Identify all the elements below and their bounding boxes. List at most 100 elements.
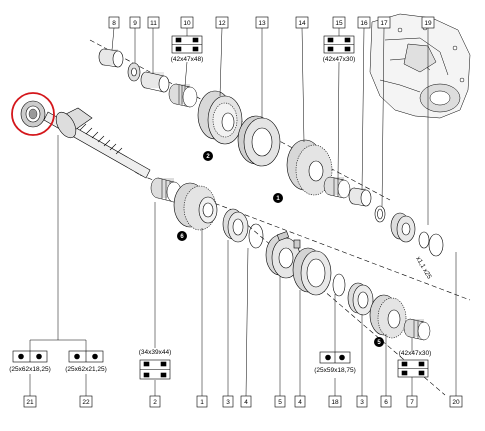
highlight-circle bbox=[11, 92, 55, 136]
callout-18: 18 bbox=[328, 395, 342, 408]
callout-15: 15 bbox=[332, 16, 346, 29]
svg-text:4: 4 bbox=[244, 399, 248, 406]
spec-box-15: (42x47x30) bbox=[323, 35, 356, 63]
svg-text:15: 15 bbox=[335, 20, 343, 27]
part-1-gear[interactable] bbox=[173, 182, 218, 231]
leader-lines bbox=[29, 27, 457, 397]
svg-text:x1,1 x25: x1,1 x25 bbox=[414, 256, 433, 281]
callout-11: 11 bbox=[147, 16, 160, 29]
part-7-needle-bearing[interactable] bbox=[403, 318, 431, 341]
callout-22: 22 bbox=[79, 395, 93, 408]
svg-text:11: 11 bbox=[150, 20, 157, 27]
spec-box-22: (25x62x21,25) bbox=[65, 350, 107, 373]
marker-2: 2 bbox=[203, 151, 213, 161]
spec-box-2: (34x39x44) bbox=[139, 349, 172, 380]
callout-8: 8 bbox=[108, 16, 120, 29]
part-16-sleeve[interactable] bbox=[348, 187, 372, 207]
svg-text:3: 3 bbox=[226, 399, 230, 406]
bearing-21-highlight[interactable] bbox=[11, 92, 55, 136]
callout-4a: 4 bbox=[240, 395, 252, 408]
spec-box-18: (25x59x18,75) bbox=[314, 351, 356, 374]
svg-text:(25x59x18,75): (25x59x18,75) bbox=[314, 367, 356, 374]
svg-text:(25x62x18,25): (25x62x18,25) bbox=[9, 366, 51, 373]
callout-12: 12 bbox=[215, 16, 229, 29]
callouts-bottom: 21 22 2 1 3 4 5 4 18 3 6 7 20 bbox=[23, 395, 463, 408]
part-8-sleeve[interactable] bbox=[98, 48, 124, 68]
part-9-thrust-washer[interactable] bbox=[127, 62, 141, 82]
marker-1: 1 bbox=[273, 193, 283, 203]
callout-17: 17 bbox=[377, 16, 391, 29]
part-11-sleeve[interactable] bbox=[140, 71, 170, 93]
marker-5: 5 bbox=[374, 337, 384, 347]
main-shaft bbox=[43, 107, 151, 179]
part-17-circlip[interactable] bbox=[374, 205, 386, 223]
svg-text:6: 6 bbox=[384, 399, 388, 406]
spec-box-7: (42x47x30) bbox=[397, 350, 432, 378]
callout-6: 6 bbox=[380, 395, 392, 408]
callout-7: 7 bbox=[406, 395, 418, 408]
svg-text:5: 5 bbox=[278, 399, 282, 406]
svg-text:4: 4 bbox=[298, 399, 302, 406]
svg-text:(34x39x44): (34x39x44) bbox=[139, 349, 172, 356]
svg-text:14: 14 bbox=[298, 20, 306, 27]
svg-text:8: 8 bbox=[112, 20, 116, 27]
part-circlip-lower[interactable] bbox=[332, 273, 346, 297]
svg-text:1: 1 bbox=[200, 399, 204, 406]
callout-4b: 4 bbox=[294, 395, 306, 408]
part-3b-synchro-ring[interactable] bbox=[347, 282, 374, 316]
svg-text:20: 20 bbox=[452, 399, 460, 406]
callout-13: 13 bbox=[255, 16, 269, 29]
svg-text:16: 16 bbox=[360, 20, 368, 27]
part-3-synchro-ring[interactable] bbox=[222, 208, 249, 243]
svg-text:9: 9 bbox=[133, 20, 137, 27]
shim-note-19: x1,1 x25 bbox=[414, 256, 433, 281]
svg-text:3: 3 bbox=[360, 399, 364, 406]
part-14-gear[interactable] bbox=[286, 139, 333, 196]
svg-text:1: 1 bbox=[276, 196, 280, 202]
part-4-circlip[interactable] bbox=[248, 223, 264, 249]
callout-21: 21 bbox=[23, 395, 37, 408]
svg-text:6: 6 bbox=[180, 234, 184, 240]
svg-text:17: 17 bbox=[380, 20, 388, 27]
callouts-top: 8 9 11 10 12 13 14 15 16 17 19 bbox=[108, 16, 435, 29]
callout-2: 2 bbox=[149, 395, 161, 408]
callout-5: 5 bbox=[274, 395, 286, 408]
svg-text:19: 19 bbox=[424, 20, 432, 27]
svg-text:21: 21 bbox=[26, 399, 34, 406]
svg-text:2: 2 bbox=[206, 154, 210, 160]
marker-6: 6 bbox=[177, 231, 187, 241]
svg-text:10: 10 bbox=[183, 20, 191, 27]
svg-text:(25x62x21,25): (25x62x21,25) bbox=[65, 366, 107, 373]
callout-3b: 3 bbox=[356, 395, 368, 408]
part-4b-sliding-sleeve[interactable] bbox=[292, 247, 332, 296]
svg-text:(42x47x30): (42x47x30) bbox=[399, 350, 432, 357]
svg-text:22: 22 bbox=[82, 399, 90, 406]
svg-text:2: 2 bbox=[153, 399, 157, 406]
part-15-needle-bearing[interactable] bbox=[323, 176, 351, 199]
callout-10: 10 bbox=[180, 16, 194, 29]
svg-text:(42x47x30): (42x47x30) bbox=[323, 56, 356, 63]
svg-text:7: 7 bbox=[410, 399, 414, 406]
callout-9: 9 bbox=[129, 16, 141, 29]
callout-1: 1 bbox=[196, 395, 208, 408]
svg-text:5: 5 bbox=[377, 340, 381, 346]
callout-16: 16 bbox=[357, 16, 371, 29]
part-12-gear[interactable] bbox=[197, 90, 243, 145]
callout-14: 14 bbox=[295, 16, 309, 29]
part-19-bearing-shims[interactable] bbox=[390, 212, 444, 257]
part-13-synchro-hub[interactable] bbox=[237, 115, 281, 167]
callout-20: 20 bbox=[449, 395, 463, 408]
spec-box-10: (42x47x48) bbox=[171, 35, 204, 63]
svg-text:18: 18 bbox=[331, 399, 339, 406]
part-6-gear[interactable] bbox=[369, 294, 407, 339]
part-10-needle-bearing[interactable] bbox=[168, 83, 198, 108]
svg-text:13: 13 bbox=[258, 20, 266, 27]
callout-19: 19 bbox=[421, 16, 435, 29]
shaft-spline bbox=[79, 123, 123, 155]
gearbox-housing-illustration bbox=[369, 13, 471, 119]
callout-3: 3 bbox=[222, 395, 234, 408]
svg-text:(42x47x48): (42x47x48) bbox=[171, 56, 204, 63]
spec-box-21: (25x62x18,25) bbox=[9, 350, 51, 373]
